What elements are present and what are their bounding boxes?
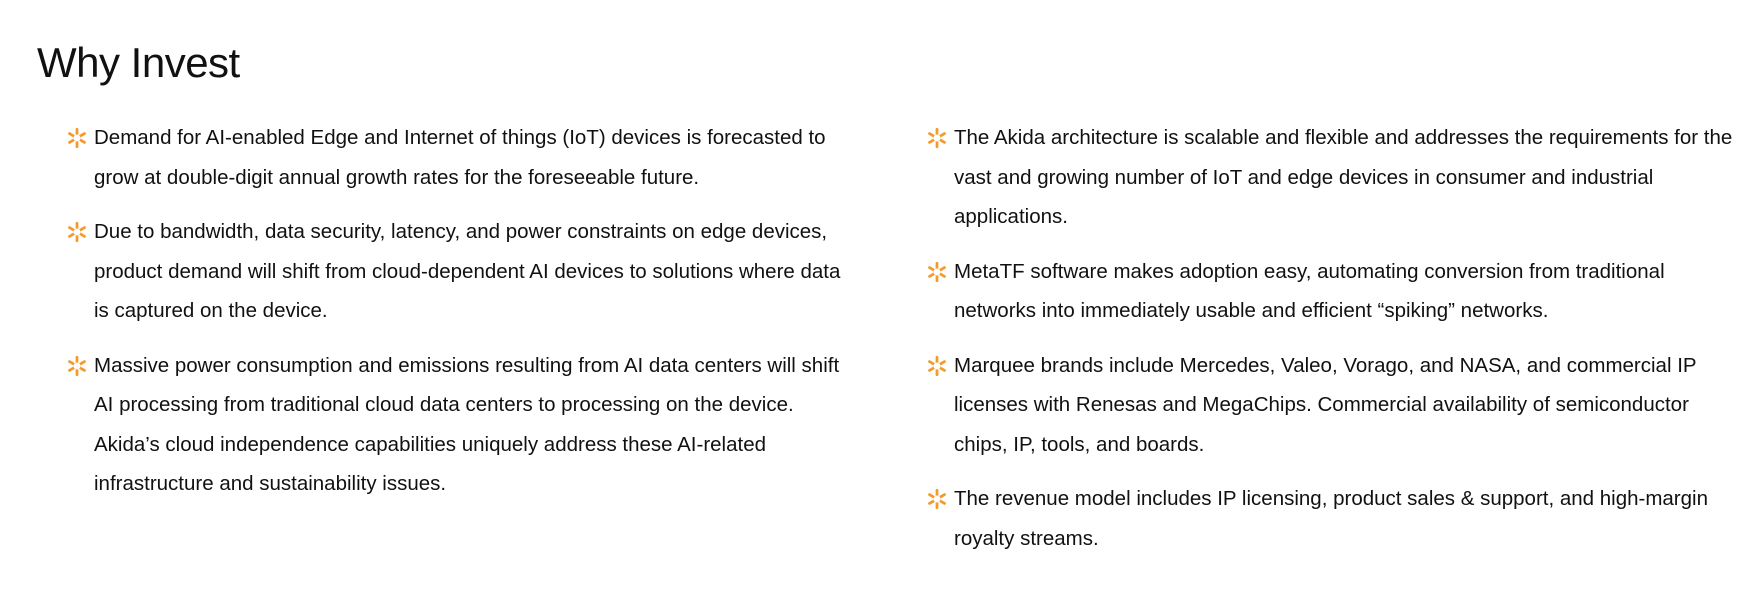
bullet-text: Demand for AI-enabled Edge and Internet … — [94, 126, 826, 189]
bullet-text: The revenue model includes IP licensing,… — [954, 487, 1708, 550]
bullet-item: Demand for AI-enabled Edge and Internet … — [66, 118, 848, 197]
left-bullet-list: Demand for AI-enabled Edge and Internet … — [66, 118, 848, 519]
right-bullet-list: The Akida architecture is scalable and f… — [926, 118, 1734, 573]
bullet-text: Due to bandwidth, data security, latency… — [94, 220, 841, 322]
bullet-item: The revenue model includes IP licensing,… — [926, 479, 1734, 558]
asterisk-star-icon — [928, 488, 946, 510]
bullet-item: The Akida architecture is scalable and f… — [926, 118, 1734, 237]
asterisk-star-icon — [928, 355, 946, 376]
bullet-item: Massive power consumption and emissions … — [66, 346, 848, 504]
bullet-item: Marquee brands include Mercedes, Valeo, … — [926, 346, 1734, 465]
bullet-text: The Akida architecture is scalable and f… — [954, 126, 1733, 228]
bullet-item: Due to bandwidth, data security, latency… — [66, 212, 848, 331]
bullet-text: MetaTF software makes adoption easy, aut… — [954, 259, 1665, 323]
bullet-item: MetaTF software makes adoption easy, aut… — [926, 252, 1734, 331]
bullet-text: Massive power consumption and emissions … — [94, 353, 840, 496]
asterisk-star-icon — [68, 221, 86, 243]
asterisk-star-icon — [68, 127, 86, 149]
page-title: Why Invest — [37, 39, 240, 86]
asterisk-star-icon — [68, 355, 86, 376]
asterisk-star-icon — [928, 127, 946, 149]
asterisk-star-icon — [928, 261, 946, 282]
bullet-text: Marquee brands include Mercedes, Valeo, … — [954, 353, 1697, 456]
